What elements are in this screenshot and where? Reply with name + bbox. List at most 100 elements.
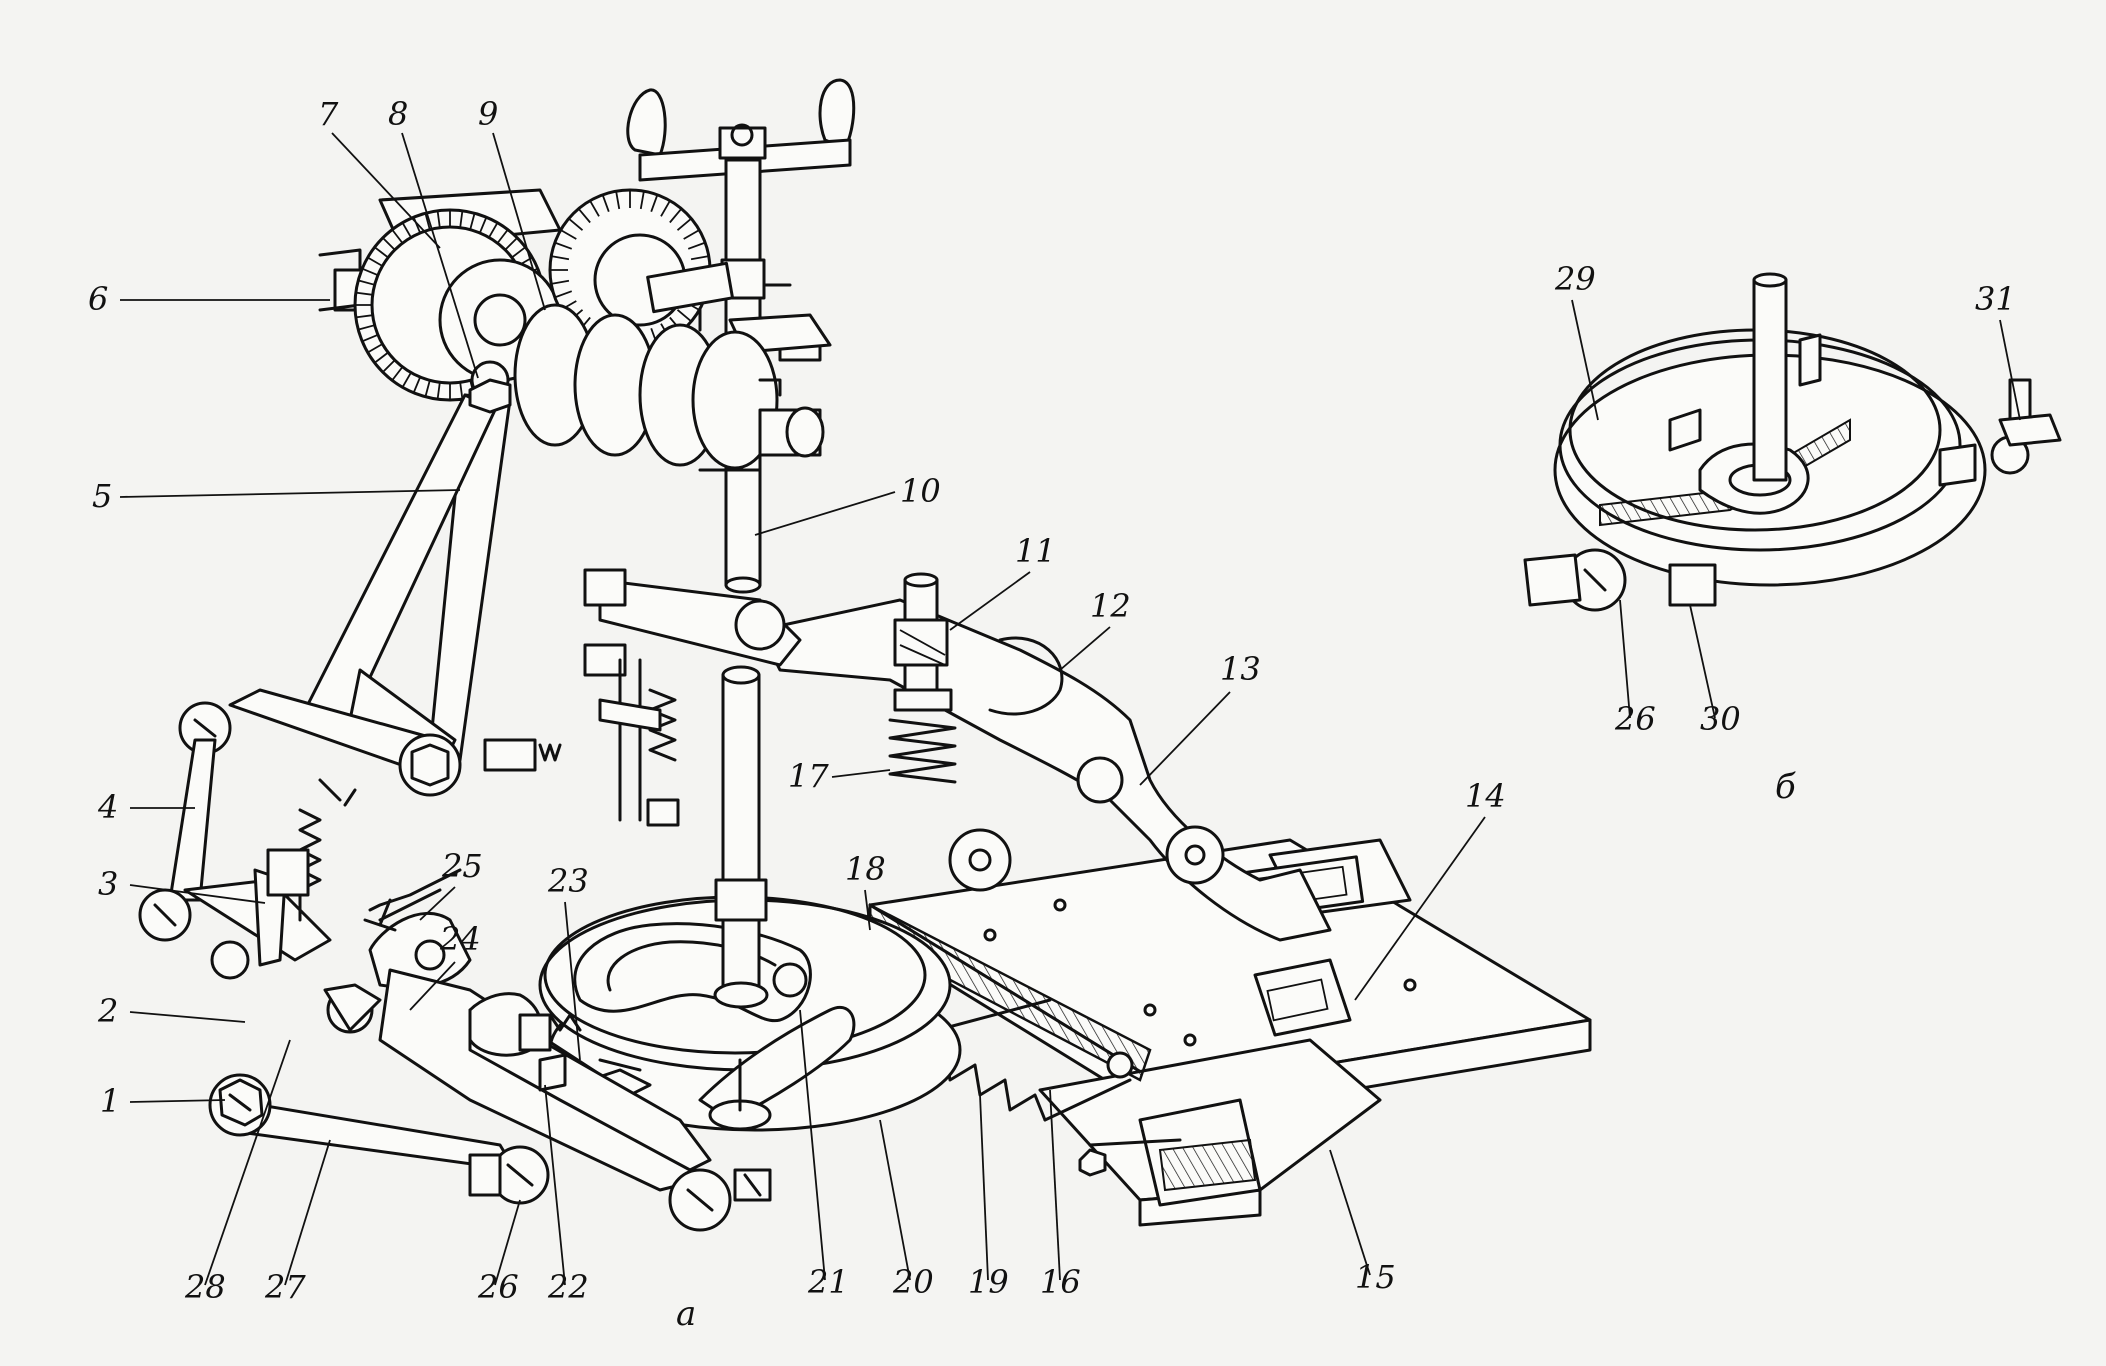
leader-line-31	[1999, 319, 2021, 421]
leader-line-21	[799, 1009, 826, 1281]
gear-tooth	[412, 376, 421, 394]
gear-tooth	[615, 191, 621, 210]
callout-label-24: 24	[439, 920, 481, 958]
callout-label-13: 13	[1220, 650, 1261, 688]
gear-tooth	[554, 290, 573, 299]
gear-tooth	[382, 237, 396, 251]
callout-label-8: 8	[388, 95, 408, 133]
leader-line-2	[129, 1011, 246, 1023]
callout-label-21: 21	[807, 1263, 849, 1301]
callout-label-23: 23	[547, 862, 589, 900]
callout-label-5: 5	[92, 477, 112, 515]
callout-label-31: 31	[1975, 280, 2016, 318]
gear-tooth	[479, 216, 488, 234]
gear-tooth	[676, 309, 692, 323]
leader-line-24	[409, 961, 456, 1011]
gear-tooth	[496, 229, 509, 244]
callout-label-11: 11	[1015, 532, 1056, 570]
gear-tooth	[361, 334, 379, 343]
subfigure-label-b: б	[1775, 767, 1796, 807]
callout-label-14: 14	[1465, 777, 1506, 815]
callout-label-16: 16	[1040, 1263, 1081, 1301]
leader-line-29	[1571, 299, 1599, 421]
gear-tooth	[391, 366, 404, 381]
subfigure-label-a: а	[676, 1294, 696, 1334]
cam-drums	[513, 303, 825, 492]
gear-tooth	[690, 255, 709, 261]
leader-line-14	[1354, 816, 1486, 1001]
leader-line-27	[284, 1139, 331, 1286]
leader-line-3	[129, 884, 266, 904]
callout-label-12: 12	[1090, 587, 1131, 625]
callout-label-1: 1	[100, 1082, 120, 1120]
callout-label-17: 17	[788, 757, 829, 795]
leader-line-20	[879, 1119, 911, 1281]
gear-tooth	[367, 343, 383, 354]
gear-tooth	[391, 229, 404, 244]
gear-tooth	[436, 382, 441, 400]
lever-arm	[758, 598, 1332, 942]
rod-arm	[583, 568, 802, 827]
gear-tooth	[639, 191, 645, 210]
gear-tooth	[551, 279, 570, 285]
leader-line-11	[949, 571, 1031, 631]
leader-line-26	[494, 1199, 521, 1286]
gear-tooth	[683, 229, 700, 240]
callout-label-26b: 26	[1614, 700, 1656, 738]
gear-tooth	[401, 372, 412, 388]
callout-label-6: 6	[88, 280, 108, 318]
gear-tooth	[355, 314, 373, 319]
gear-tooth	[589, 200, 600, 217]
gear-tooth	[459, 210, 464, 228]
callout-label-20: 20	[892, 1263, 934, 1301]
leader-line-16	[1049, 1089, 1061, 1281]
gear-train	[318, 188, 832, 402]
gear-tooth	[560, 229, 577, 240]
leader-line-12	[1059, 626, 1111, 671]
callout-label-2: 2	[97, 992, 118, 1030]
gear-tooth	[424, 380, 431, 397]
gear-tooth	[424, 213, 431, 230]
leader-line-8	[401, 132, 479, 379]
callout-label-26: 26	[477, 1268, 519, 1306]
leader-line-23	[564, 901, 581, 1061]
gear-tooth	[504, 237, 518, 251]
callout-label-19: 19	[968, 1263, 1009, 1301]
gear-tooth	[469, 213, 476, 230]
leader-line-26b	[1619, 599, 1631, 719]
gear-tooth	[374, 351, 389, 364]
gear-tooth	[436, 210, 441, 228]
leader-line-22	[544, 1084, 566, 1286]
gear-tooth	[382, 359, 396, 373]
leader-line-28	[204, 1039, 291, 1286]
gear-tooth	[358, 324, 375, 331]
gear-tooth	[650, 194, 659, 213]
gear-tooth	[488, 222, 499, 238]
leader-line-19	[979, 1094, 989, 1281]
gear-tooth	[676, 217, 692, 231]
gear-tooth	[511, 246, 526, 259]
leader-line-13	[1139, 691, 1231, 786]
callout-label-25: 25	[441, 847, 483, 885]
leader-line-25	[419, 886, 456, 921]
gear-tooth	[374, 246, 389, 259]
gear-tooth	[568, 217, 584, 231]
gear-tooth	[551, 255, 570, 261]
leader-line-18	[864, 889, 871, 931]
leader-line-17	[831, 769, 891, 778]
callout-label-27: 27	[264, 1268, 306, 1306]
leader-line-7	[331, 132, 441, 249]
gear-tooth	[401, 222, 412, 238]
callout-label-10: 10	[900, 472, 941, 510]
leader-line-15	[1329, 1149, 1371, 1276]
leader-line-10	[754, 491, 896, 536]
subfigure-b	[1523, 272, 2062, 612]
leader-line-9	[492, 132, 546, 311]
table-shaft	[713, 665, 769, 1009]
callout-label-7: 7	[318, 95, 339, 133]
spring-assembly	[888, 572, 957, 784]
leader-line-1	[129, 1099, 226, 1103]
gear-tooth	[367, 256, 383, 267]
gear-tooth	[355, 291, 373, 296]
